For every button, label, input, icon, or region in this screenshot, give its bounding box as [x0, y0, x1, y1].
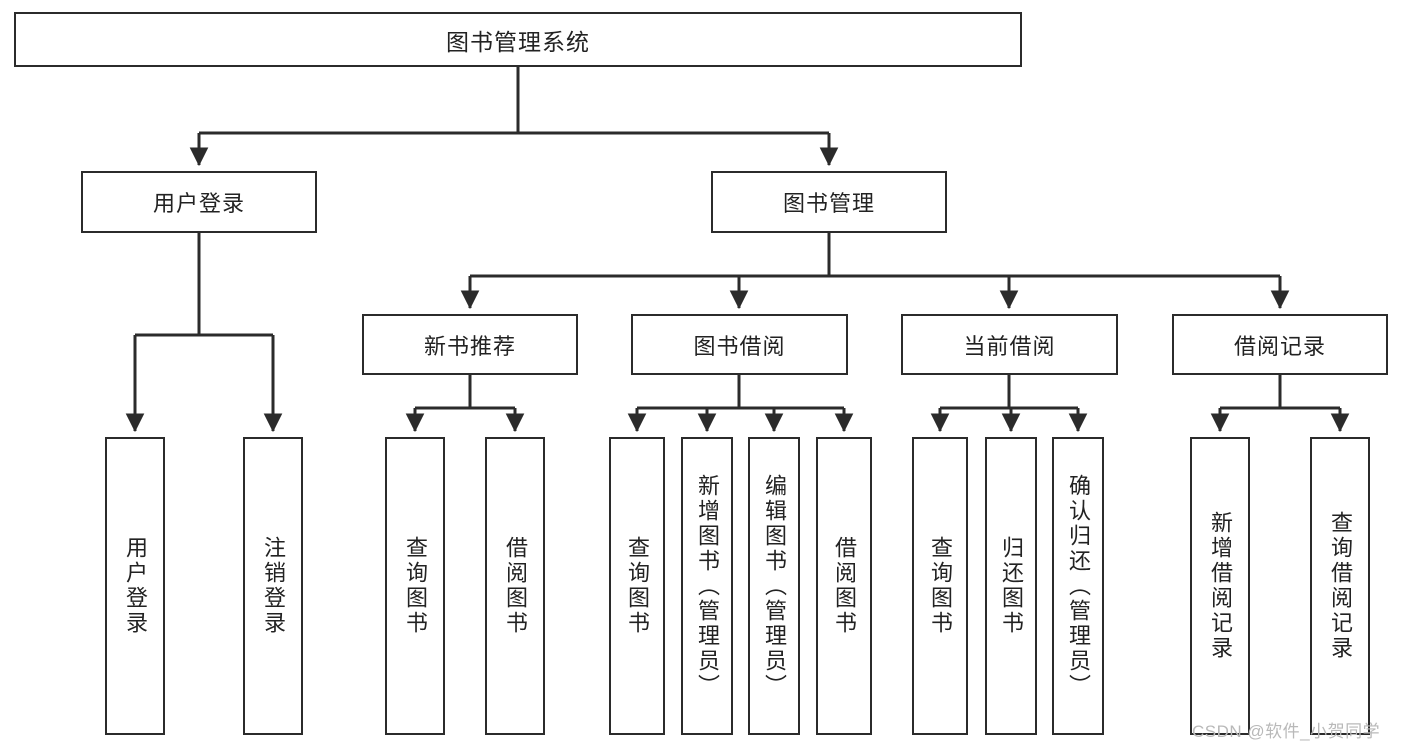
node-leaf-borrow-books-newbook[interactable]: 借阅图书 — [485, 437, 545, 735]
node-leaf-user-login[interactable]: 用户登录 — [105, 437, 165, 735]
node-leaf-return-books[interactable]: 归还图书 — [985, 437, 1037, 735]
node-label: 新增图书（管理员） — [695, 473, 720, 699]
node-label: 查询图书 — [928, 536, 953, 636]
node-book-management[interactable]: 图书管理 — [711, 171, 947, 233]
node-label: 图书管理系统 — [446, 28, 590, 55]
node-label: 借阅图书 — [503, 536, 528, 636]
node-label: 借阅图书 — [832, 536, 857, 636]
node-leaf-query-books-newbook[interactable]: 查询图书 — [385, 437, 445, 735]
node-leaf-query-borrow-record[interactable]: 查询借阅记录 — [1310, 437, 1370, 735]
node-user-login[interactable]: 用户登录 — [81, 171, 317, 233]
csdn-watermark: CSDN @软件_小贺同学 — [1192, 722, 1381, 741]
node-leaf-borrow-books[interactable]: 借阅图书 — [816, 437, 872, 735]
node-leaf-query-books-borrow[interactable]: 查询图书 — [609, 437, 665, 735]
node-label: 图书借阅 — [693, 333, 786, 359]
node-label: 新书推荐 — [423, 333, 516, 359]
node-root-book-management-system[interactable]: 图书管理系统 — [14, 12, 1022, 67]
node-borrowing-record[interactable]: 借阅记录 — [1172, 314, 1388, 375]
node-label: 图书管理 — [782, 191, 875, 216]
node-leaf-edit-book-admin[interactable]: 编辑图书（管理员） — [748, 437, 800, 735]
node-label: 确认归还（管理员） — [1066, 473, 1091, 699]
node-label: 用户登录 — [123, 536, 148, 636]
node-label: 编辑图书（管理员） — [762, 473, 787, 699]
node-label: 查询图书 — [403, 536, 428, 636]
node-label: 借阅记录 — [1233, 333, 1326, 359]
node-current-borrowing[interactable]: 当前借阅 — [901, 314, 1118, 375]
node-new-book-recommendation[interactable]: 新书推荐 — [362, 314, 578, 375]
node-label: 查询借阅记录 — [1328, 511, 1353, 661]
node-label: 新增借阅记录 — [1208, 511, 1233, 661]
node-leaf-add-book-admin[interactable]: 新增图书（管理员） — [681, 437, 733, 735]
node-book-borrowing[interactable]: 图书借阅 — [631, 314, 848, 375]
node-label: 注销登录 — [261, 536, 286, 636]
node-leaf-add-borrow-record[interactable]: 新增借阅记录 — [1190, 437, 1250, 735]
node-leaf-logout[interactable]: 注销登录 — [243, 437, 303, 735]
node-label: 查询图书 — [625, 536, 650, 636]
node-label: 归还图书 — [999, 536, 1024, 636]
node-label: 用户登录 — [152, 191, 245, 216]
node-label: 当前借阅 — [963, 333, 1056, 359]
node-leaf-confirm-return-admin[interactable]: 确认归还（管理员） — [1052, 437, 1104, 735]
node-leaf-query-books-current[interactable]: 查询图书 — [912, 437, 968, 735]
